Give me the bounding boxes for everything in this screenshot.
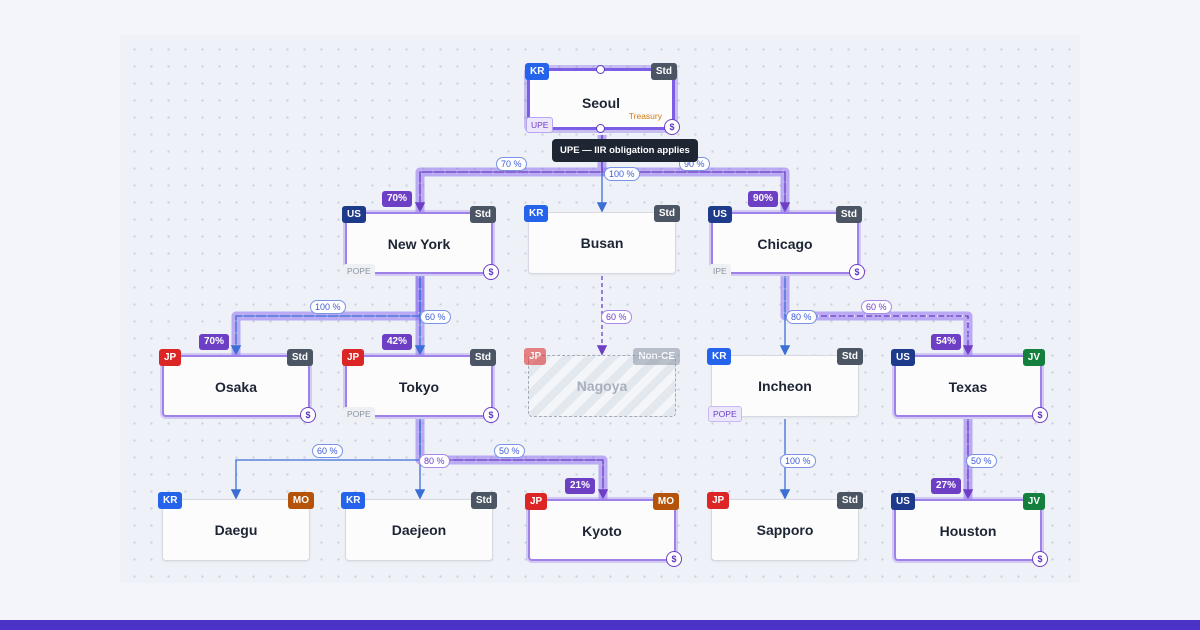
node-name: Daegu [214,522,258,538]
country-badge: US [708,206,732,223]
node-name: Nagoya [576,378,628,394]
type-badge: Std [653,205,680,222]
ownership-badge: 21% [565,478,596,494]
entity-tag: POPE [343,407,375,421]
country-badge: KR [525,63,550,80]
node-incheon[interactable]: KR Std Incheon POPE [707,348,863,422]
country-badge: US [891,349,915,366]
node-daegu[interactable]: KR MO Daegu [158,492,314,561]
ownership-badge: 70% [382,191,413,207]
country-badge: JP [342,349,365,366]
dollar-icon[interactable]: $ [849,264,865,280]
ownership-badge: 42% [382,334,413,350]
node-daejeon[interactable]: KR Std Daejeon [341,492,497,561]
edge-label-texas-houston: 50 % [966,454,997,468]
ownership-badge: 90% [748,191,779,207]
country-badge: JP [524,348,547,365]
node-name: Tokyo [398,379,440,395]
node-busan[interactable]: KR Std Busan [524,205,680,274]
type-badge: Std [469,206,496,223]
type-badge: Std [469,349,496,366]
node-tokyo[interactable]: 42% JP Std Tokyo POPE $ [342,334,499,423]
ownership-badge: 27% [931,478,962,494]
country-badge: US [891,493,915,510]
edge-label-seoul-newyork: 70 % [496,157,527,171]
type-badge: Std [650,63,677,80]
ownership-badge: 70% [199,334,230,350]
node-name: Daejeon [391,522,447,538]
type-badge: MO [287,492,314,509]
entity-tag: IPE [709,264,731,278]
type-badge: JV [1022,349,1045,366]
node-name: Osaka [214,379,258,395]
type-badge: Non-CE [633,348,680,365]
node-seoul[interactable]: KR Std Seoul Treasury UPE $ [525,63,680,135]
port-bottom-handle[interactable] [596,124,605,133]
dollar-icon[interactable]: $ [300,407,316,423]
node-texas[interactable]: 54% US JV Texas $ [891,334,1048,423]
country-badge: KR [707,348,732,365]
edge-label-tokyo-daejeon: 80 % [419,454,450,468]
country-badge: KR [524,205,549,222]
country-badge: KR [341,492,366,509]
type-badge: Std [836,492,863,509]
edge-label-tokyo-kyoto: 50 % [494,444,525,458]
type-badge: JV [1022,493,1045,510]
dollar-icon[interactable]: $ [483,264,499,280]
node-chicago[interactable]: 90% US Std Chicago IPE $ [708,191,865,280]
dollar-icon[interactable]: $ [1032,407,1048,423]
country-badge: JP [707,492,730,509]
dollar-icon[interactable]: $ [664,119,680,135]
treasury-note: Treasury [628,111,662,121]
country-badge: US [342,206,366,223]
entity-tag: UPE [526,117,554,133]
edge-label-tokyo-daegu: 60 % [312,444,343,458]
type-badge: Std [836,348,863,365]
node-sapporo[interactable]: JP Std Sapporo [707,492,863,561]
type-badge: Std [835,206,862,223]
node-name: Houston [939,523,997,539]
node-name: Seoul [581,95,621,111]
country-badge: JP [159,349,182,366]
bottom-accent-bar [0,620,1200,630]
tooltip: UPE — IIR obligation applies [552,139,698,162]
port-top-handle[interactable] [596,65,605,74]
edge-label-chicago-texas: 60 % [861,300,892,314]
dollar-icon[interactable]: $ [666,551,682,567]
node-osaka[interactable]: 70% JP Std Osaka $ [159,334,316,423]
node-kyoto[interactable]: 21% JP MO Kyoto $ [525,478,682,567]
node-name: Busan [580,235,624,251]
edge-label-incheon-sapporo: 100 % [780,454,816,468]
entity-tag: POPE [343,264,375,278]
edge-label-seoul-busan: 100 % [604,167,640,181]
ownership-badge: 54% [931,334,962,350]
node-name: Incheon [758,378,812,394]
edge-label-busan-nagoya: 60 % [601,310,632,324]
country-badge: KR [158,492,183,509]
type-badge: Std [286,349,313,366]
entity-tag: POPE [708,406,742,422]
dollar-icon[interactable]: $ [1032,551,1048,567]
node-name: Sapporo [756,522,814,538]
edge-label-newyork-osaka: 100 % [310,300,346,314]
dollar-icon[interactable]: $ [483,407,499,423]
node-name: Texas [948,379,988,395]
node-name: Kyoto [582,523,622,539]
node-name: Chicago [757,236,813,252]
edge-label-chicago-incheon: 80 % [786,310,817,324]
edge-label-newyork-tokyo: 60 % [420,310,451,324]
node-houston[interactable]: 27% US JV Houston $ [891,478,1048,567]
node-name: New York [387,236,451,252]
type-badge: MO [652,493,679,510]
node-newyork[interactable]: 70% US Std New York POPE $ [342,191,499,280]
node-nagoya[interactable]: JP Non-CE Nagoya [524,348,680,417]
country-badge: JP [525,493,548,510]
type-badge: Std [470,492,497,509]
